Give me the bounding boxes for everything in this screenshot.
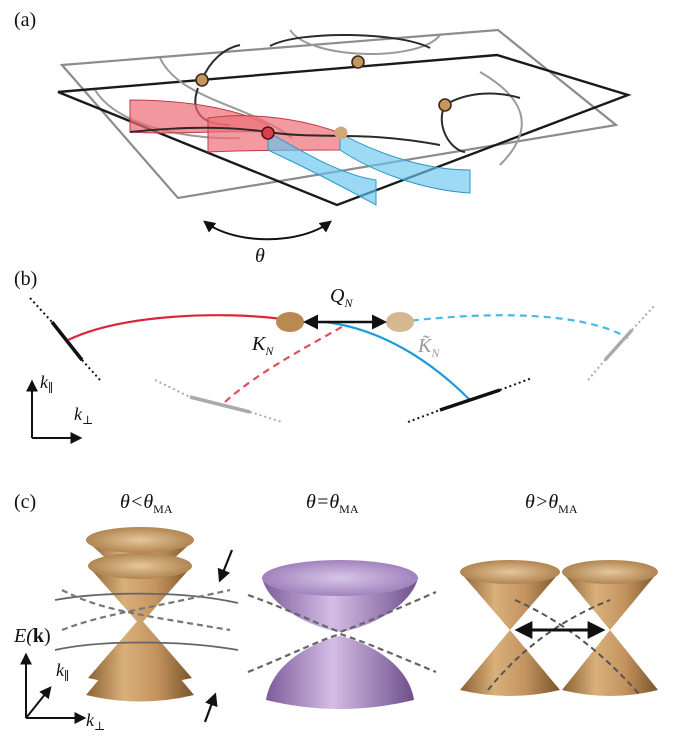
fermi-arc: [129, 126, 269, 133]
band-solid: [54, 641, 239, 651]
gap-arrow-bottom: [203, 692, 218, 723]
ktilde-label: K̃N: [417, 334, 440, 360]
node-ktilde: [386, 312, 414, 332]
plane-bottom: [59, 28, 619, 200]
segment-dotted: [249, 411, 283, 423]
fermi-arc: [289, 29, 441, 55]
segment-dotted: [587, 359, 606, 381]
band-dashed: [61, 588, 231, 632]
red-arc: [67, 314, 291, 341]
fermi-arc: [269, 33, 431, 49]
band-solid: [54, 592, 239, 604]
title-above: θ>θMA: [525, 491, 578, 516]
gap-arrow-top: [217, 549, 234, 583]
weyl-node: [351, 55, 365, 69]
kperp-label-c: k⊥: [86, 710, 105, 733]
fermi-arc: [440, 104, 466, 153]
panel-c-label: (c): [14, 491, 36, 513]
node-k: [276, 312, 304, 332]
weyl-node-red: [261, 126, 275, 140]
segment-solid-gray: [603, 328, 634, 362]
cone-top: [86, 527, 194, 553]
weyl-node: [195, 73, 209, 87]
cone-top: [562, 560, 658, 584]
segment-dotted: [81, 359, 101, 381]
blue-arc-dashed: [399, 314, 629, 339]
cones-equal: [247, 560, 437, 709]
fermi-arc: [479, 71, 523, 166]
purple-top: [262, 560, 418, 596]
cones-above: [460, 560, 658, 696]
segment-dotted: [631, 304, 656, 331]
kperp-label: k⊥: [74, 404, 93, 427]
band-dashed: [61, 589, 231, 632]
axis-kpar-c: [25, 686, 52, 719]
plane-top: [57, 53, 632, 207]
segment-dotted: [499, 377, 533, 391]
fermi-arc: [444, 92, 521, 106]
segment-dotted: [154, 379, 191, 398]
segment-dotted: [407, 409, 441, 423]
cone-top: [460, 560, 560, 584]
panel-a-label: (a): [14, 9, 36, 31]
blue-sheet: [267, 131, 377, 206]
blue-sheet: [339, 132, 471, 194]
twist-arrow: [203, 220, 332, 241]
weyl-node: [438, 98, 452, 112]
kpar-label-c: k∥: [56, 660, 70, 683]
weyl-node-faded: [334, 126, 348, 140]
energy-label: E(k): [13, 625, 51, 647]
kpar-label: k∥: [40, 372, 54, 395]
segment-dotted: [29, 297, 53, 323]
panel-c: (c) θ<θMA θ=θMA θ>θMA: [13, 491, 658, 733]
cone-lower-left: [460, 630, 560, 696]
panel-b-label: (b): [14, 268, 37, 290]
red-arc-dashed: [224, 324, 346, 403]
segment-solid: [439, 388, 501, 412]
cone-lower-front: [86, 630, 194, 702]
q-label: QN: [330, 285, 353, 310]
cone-upper-front: [88, 566, 192, 625]
panel-a: (a) θ: [14, 9, 632, 267]
panel-b: (b) QN KN K̃N k: [14, 268, 656, 444]
segment-solid: [50, 320, 84, 362]
k-label: KN: [251, 333, 274, 358]
blue-arc: [324, 320, 471, 401]
cone-top: [88, 553, 192, 579]
cones-below: [54, 527, 239, 723]
theta-label: θ: [255, 245, 265, 267]
purple-lower: [266, 636, 414, 709]
title-below: θ<θMA: [120, 491, 173, 516]
segment-solid-gray: [189, 395, 251, 414]
cone-upper-left: [460, 572, 560, 630]
title-equal: θ=θMA: [306, 491, 359, 516]
